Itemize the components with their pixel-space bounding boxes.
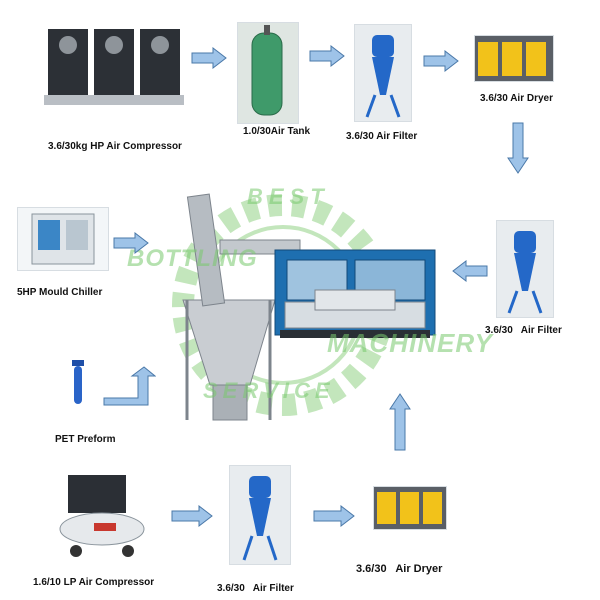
watermark-best: BEST — [247, 184, 330, 209]
chiller-label: 5HP Mould Chiller — [17, 287, 103, 298]
dryer-top-photo — [474, 35, 554, 82]
dryer-top-label: 3.6/30 Air Dryer — [480, 93, 554, 104]
blow-molding-machine: BEST BOTTLING MACHINERY SERVICE — [127, 180, 492, 435]
preform-label: PET Preform — [55, 434, 116, 445]
arrow-dryer-up-to-machine — [389, 393, 411, 451]
watermark-service: SERVICE — [203, 378, 335, 403]
blow-molding-machine-illustration — [172, 193, 436, 421]
arrow-dryer-down — [507, 122, 529, 174]
arrow-lp-compressor-to-filter — [171, 505, 213, 527]
arrow-filter-to-dryer-bottom — [313, 505, 355, 527]
arrow-filter-to-machine — [452, 260, 488, 282]
filter-top-label: 3.6/30 Air Filter — [346, 131, 418, 142]
air-tank-label: 1.0/30Air Tank — [243, 126, 311, 137]
filter-right-photo — [496, 220, 554, 318]
watermark-bottling: BOTTLING — [127, 245, 258, 272]
hp-compressor-label: 3.6/30kg HP Air Compressor — [48, 141, 182, 152]
filter-right-label: 3.6/30 Air Filter — [485, 325, 562, 336]
chiller-photo — [17, 207, 109, 271]
filter-bottom-photo — [229, 465, 291, 565]
watermark-machinery: MACHINERY — [327, 328, 493, 358]
arrow-chiller-to-machine — [113, 232, 149, 254]
hp-compressor-photo — [43, 22, 185, 112]
dryer-bottom-label: 3.6/30 Air Dryer — [356, 563, 443, 575]
filter-top-photo — [354, 24, 412, 122]
lp-compressor-label: 1.6/10 LP Air Compressor — [33, 577, 155, 588]
arrow-preform-to-machine — [100, 366, 156, 406]
air-tank-photo — [237, 22, 299, 124]
arrow-tank-to-filter — [309, 45, 345, 67]
filter-bottom-label: 3.6/30 Air Filter — [217, 583, 294, 594]
preform-icon — [68, 360, 88, 408]
dryer-bottom-photo — [373, 486, 447, 530]
lp-compressor-photo — [55, 470, 149, 560]
arrow-hp-compressor-to-tank — [191, 47, 227, 69]
arrow-filter-to-dryer — [423, 50, 459, 72]
